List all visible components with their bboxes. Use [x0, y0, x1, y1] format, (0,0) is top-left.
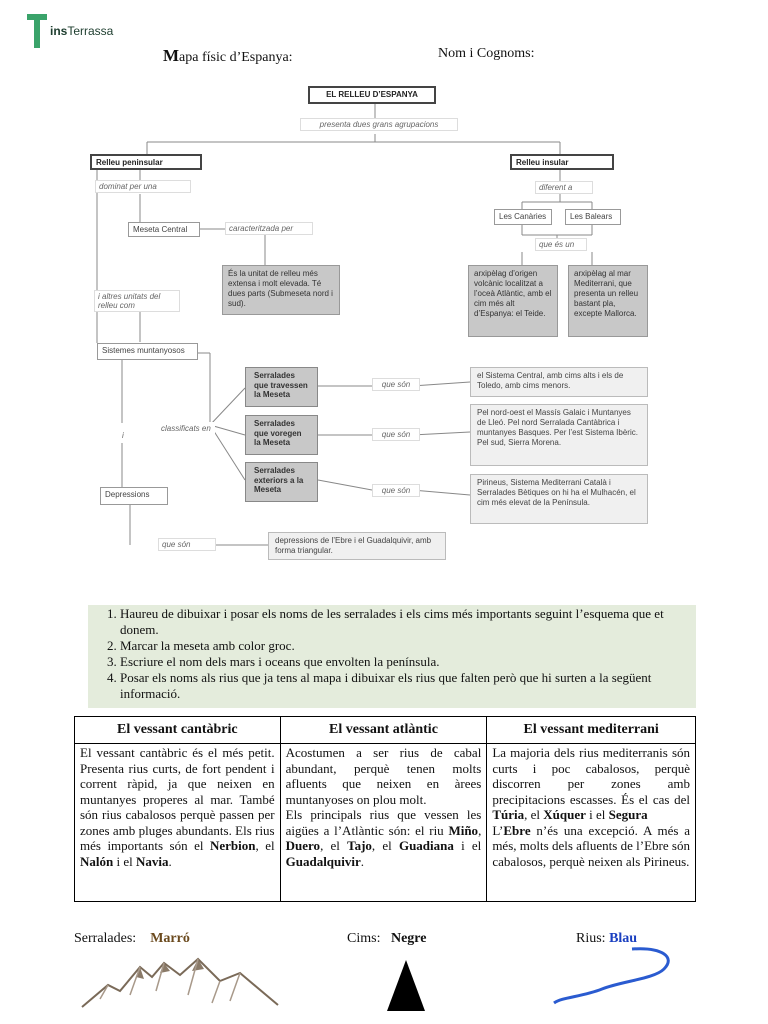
peak-icon — [387, 960, 425, 1011]
sistemes-box: Sistemes muntanyosos — [97, 343, 198, 360]
dominat-label: dominat per una — [95, 180, 191, 193]
legend-cims: Cims: Negre — [347, 931, 427, 946]
legend-rius: Rius: Blau — [576, 931, 638, 946]
logo-icon — [27, 14, 47, 48]
header-atlantic: El vessant atlàntic — [279, 716, 488, 744]
cell-atlantic: Acostumen a ser rius de cabal abundant, … — [279, 743, 488, 902]
i-label: i — [118, 429, 128, 442]
mountains-icon — [81, 957, 279, 1008]
root-desc-label: presenta dues grans agrupacions — [300, 118, 458, 131]
diferent-label: diferent a — [535, 181, 593, 194]
travessen-desc-box: el Sistema Central, amb cims alts i els … — [470, 367, 648, 397]
instructions: Haureu de dibuixar i posar els noms de l… — [88, 605, 696, 708]
que-son-label-4: que són — [158, 538, 216, 551]
caracteritzada-label: caracteritzada per — [225, 222, 313, 235]
connector-lines — [96, 104, 593, 546]
que-son-label-3: que són — [372, 484, 420, 497]
serralades-exteriors-box: Serralades exteriors a la Meseta — [245, 462, 318, 502]
canaries-box: Les Canàries — [494, 209, 552, 225]
serralades-travessen-box: Serralades que travessen la Meseta — [245, 367, 318, 407]
legend-serralades: Serralades: Marró — [74, 931, 190, 946]
page-title: Mapa físic d’Espanya: — [163, 46, 293, 65]
cell-cantabric: El vessant cantàbric és el més petit. Pr… — [74, 743, 281, 902]
name-label: Nom i Cognoms: — [438, 46, 535, 61]
instruction-item: Haureu de dibuixar i posar els noms de l… — [120, 606, 690, 638]
altres-label: i altres unitats del relleu com — [94, 290, 180, 312]
balears-desc-box: arxipèlag al mar Mediterrani, que presen… — [568, 265, 648, 337]
header-mediterrani: El vessant mediterrani — [486, 716, 696, 744]
peninsular-box: Relleu peninsular — [90, 154, 202, 170]
instruction-item: Escriure el nom dels mars i oceans que e… — [120, 654, 690, 670]
voregen-desc-box: Pel nord-oest el Massís Galaic i Muntany… — [470, 404, 648, 466]
logo-text: insTerrassa — [50, 24, 114, 38]
meseta-box: Meseta Central — [128, 222, 200, 237]
root-box: EL RELLEU D’ESPANYA — [308, 86, 436, 104]
exteriors-desc-box: Pirineus, Sistema Mediterrani Català i S… — [470, 474, 648, 524]
meseta-desc-box: És la unitat de relleu més extensa i mol… — [222, 265, 340, 315]
balears-box: Les Balears — [565, 209, 621, 225]
que-es-un-label: que és un — [535, 238, 587, 251]
cell-mediterrani: La majoria dels rius mediterranis són cu… — [486, 743, 696, 902]
classificats-label: classificats en — [157, 422, 215, 435]
serralades-voregen-box: Serralades que voregen la Meseta — [245, 415, 318, 455]
depressions-box: Depressions — [100, 487, 168, 505]
canaries-desc-box: arxipèlag d’origen volcànic localitzat a… — [468, 265, 558, 337]
instruction-item: Marcar la meseta amb color groc. — [120, 638, 690, 654]
depressions-desc-box: depressions de l’Ebre i el Guadalquivir,… — [268, 532, 446, 560]
rivers-table: El vessant cantàbric El vessant atlàntic… — [74, 716, 696, 902]
instruction-item: Posar els noms als rius que ja tens al m… — [120, 670, 690, 702]
insular-box: Relleu insular — [510, 154, 614, 170]
header-cantabric: El vessant cantàbric — [74, 716, 281, 744]
que-son-label-2: que són — [372, 428, 420, 441]
que-son-label-1: que són — [372, 378, 420, 391]
river-icon — [553, 947, 670, 1005]
